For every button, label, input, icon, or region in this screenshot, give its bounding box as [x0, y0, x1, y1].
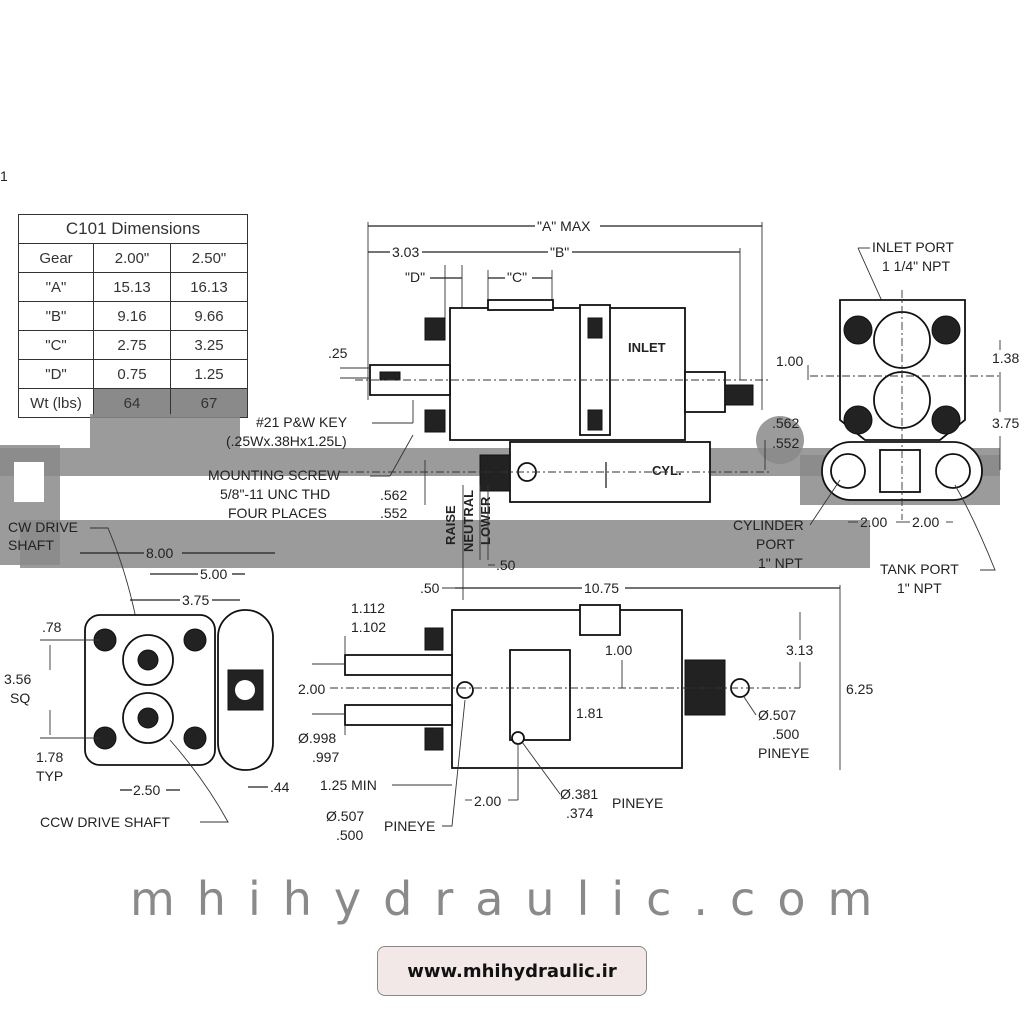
dim-50-a: .50 — [496, 557, 516, 573]
dim-b: "B" — [550, 244, 569, 260]
pin507r-hi: Ø.507 — [758, 707, 796, 723]
raise-label: RAISE — [443, 505, 458, 545]
dim-181: 1.81 — [576, 705, 603, 721]
dim-356: 3.56 — [4, 671, 31, 687]
cyl-port-line2: PORT — [756, 536, 795, 552]
dim-a-max: "A" MAX — [537, 218, 591, 234]
dim-178: 1.78 — [36, 749, 63, 765]
cyl-port-line3: 1" NPT — [758, 555, 803, 571]
neutral-label: NEUTRAL — [461, 490, 476, 552]
dim-1112: 1.112 — [351, 600, 385, 616]
table-cell: "D" — [18, 359, 94, 389]
dim-375-end: 3.75 — [182, 592, 209, 608]
table-cell: 2.75 — [93, 330, 171, 360]
tank-port-size: 1" NPT — [897, 580, 942, 596]
dim-138: 1.38 — [992, 350, 1019, 366]
screw-count: FOUR PLACES — [228, 505, 327, 521]
table-cell: 0.75 — [93, 359, 171, 389]
dia-998: Ø.998 — [298, 730, 336, 746]
dia-997: .997 — [312, 749, 339, 765]
min-125: 1.25 MIN — [320, 777, 377, 793]
table-cell: "C" — [18, 330, 94, 360]
dim-44: .44 — [270, 779, 290, 795]
watermark-url: mhihydraulic.com — [130, 872, 894, 926]
inlet-mark: INLET — [628, 340, 666, 355]
dim-c: "C" — [507, 269, 527, 285]
key-label: #21 P&W KEY — [256, 414, 348, 430]
table-header-cell: 2.50" — [170, 243, 248, 273]
dim-1075: 10.75 — [584, 580, 619, 596]
dim-1102: 1.102 — [351, 619, 386, 635]
dim-800: 8.00 — [146, 545, 173, 561]
dim-100: 1.00 — [605, 642, 632, 658]
top-view: "A" MAX 3.03 "B" "D" "C" INLET CYL. .25 … — [208, 218, 799, 600]
table-header-cell: Gear — [18, 243, 94, 273]
cyl-port-line1: CYLINDER — [733, 517, 804, 533]
pineye-left: PINEYE — [384, 818, 435, 834]
table-cell: 9.16 — [93, 301, 171, 331]
dimensions-table: C101 Dimensions Gear 2.00" 2.50" "A"15.1… — [18, 214, 248, 418]
end-view: CW DRIVE SHAFT 8.00 5.00 3.75 .78 3.56 S… — [4, 519, 290, 830]
dim-625: 6.25 — [846, 681, 873, 697]
dim-100: 1.00 — [776, 353, 803, 369]
corner-mark: 1 — [0, 168, 8, 184]
cyl-mark: CYL. — [652, 463, 682, 478]
dim-d: "D" — [405, 269, 425, 285]
dia-left-hi: .562 — [380, 487, 407, 503]
dim-200-a: 2.00 — [860, 514, 887, 530]
dim-200b: 2.00 — [474, 793, 501, 809]
table-cell: 64 — [93, 388, 171, 418]
pin507r-lo: .500 — [772, 726, 799, 742]
dia-right-hi: .562 — [772, 415, 799, 431]
screw-label: MOUNTING SCREW — [208, 467, 341, 483]
dim-250: 2.50 — [133, 782, 160, 798]
table-cell: 9.66 — [170, 301, 248, 331]
table-title: C101 Dimensions — [18, 214, 248, 244]
dia-left-lo: .552 — [380, 505, 407, 521]
bottom-view: 10.75 1.112 1.102 2.00 1.00 3.13 6.25 1.… — [298, 580, 873, 843]
dim-303: 3.03 — [392, 244, 419, 260]
table-cell: Wt (lbs) — [18, 388, 94, 418]
table-cell: 1.25 — [170, 359, 248, 389]
pin381-hi: Ø.381 — [560, 786, 598, 802]
dim-25: .25 — [328, 345, 348, 361]
typ-label: TYP — [36, 768, 63, 784]
dim-78: .78 — [42, 619, 62, 635]
dim-200: 2.00 — [298, 681, 325, 697]
dim-313: 3.13 — [786, 642, 813, 658]
cw-label-1: CW DRIVE — [8, 519, 78, 535]
tank-port-label: TANK PORT — [880, 561, 959, 577]
dim-200-b: 2.00 — [912, 514, 939, 530]
lower-label: LOWER — [478, 496, 493, 545]
table-cell: 3.25 — [170, 330, 248, 360]
table-cell: 67 — [170, 388, 248, 418]
table-cell: 16.13 — [170, 272, 248, 302]
dim-50-b: .50 — [420, 580, 440, 596]
dia-right-lo: .552 — [772, 435, 799, 451]
ccw-label: CCW DRIVE SHAFT — [40, 814, 170, 830]
dim-500: 5.00 — [200, 566, 227, 582]
pineye-381: PINEYE — [612, 795, 663, 811]
screw-thread: 5/8"-11 UNC THD — [220, 486, 330, 502]
cw-label-2: SHAFT — [8, 537, 54, 553]
pin381-lo: .374 — [566, 805, 593, 821]
pin507l-hi: Ø.507 — [326, 808, 364, 824]
port-view: INLET PORT 1 1/4" NPT 1.00 1.38 3.75 CYL… — [733, 239, 1019, 596]
key-size: (.25Wx.38Hx1.25L) — [226, 433, 347, 449]
table-header-row: Gear 2.00" 2.50" — [18, 243, 248, 273]
dim-375: 3.75 — [992, 415, 1019, 431]
inlet-port-size: 1 1/4" NPT — [882, 258, 950, 274]
table-cell: "B" — [18, 301, 94, 331]
sq-label: SQ — [10, 690, 30, 706]
pin507l-lo: .500 — [336, 827, 363, 843]
website-url-badge[interactable]: www.mhihydraulic.ir — [377, 946, 647, 996]
inlet-port-label: INLET PORT — [872, 239, 954, 255]
pineye-right: PINEYE — [758, 745, 809, 761]
